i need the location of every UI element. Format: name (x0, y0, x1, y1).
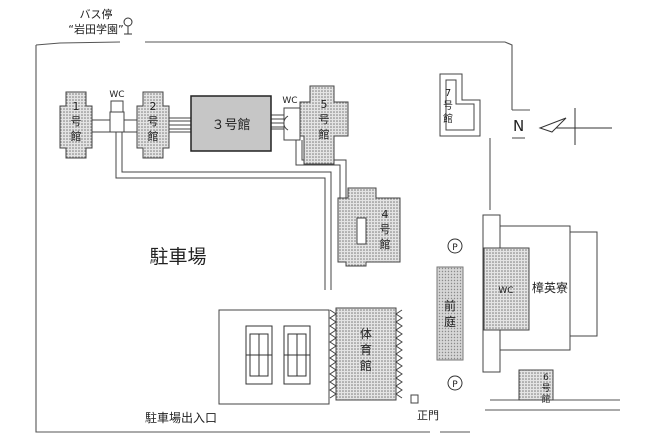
parking-marker-1: P (447, 238, 463, 254)
building-4[interactable]: 4 号 館 (337, 187, 401, 267)
svg-text:号: 号 (71, 115, 82, 128)
svg-text:館: 館 (541, 393, 550, 405)
svg-text:6: 6 (543, 373, 549, 383)
svg-text:4: 4 (382, 208, 389, 221)
dormitory[interactable]: WC 樟英寮 (482, 214, 598, 373)
courts-area (218, 309, 330, 405)
building-3[interactable]: ３号館 (190, 95, 272, 152)
svg-text:WC: WC (109, 90, 124, 100)
building-1[interactable]: 1 号 館 (59, 91, 93, 159)
building-6[interactable]: 6 号 館 (518, 369, 554, 405)
wc-building-5: WC (282, 96, 301, 141)
building-7[interactable]: 7 号 館 (439, 73, 481, 137)
dormitory-label: 樟英寮 (532, 280, 568, 295)
building-2[interactable]: 2 号 館 (136, 91, 170, 159)
parking-label: 駐車場 (149, 246, 206, 268)
svg-text:5: 5 (321, 98, 328, 111)
north-arrow: N (513, 108, 612, 145)
main-gate-label: 正門 (417, 409, 439, 422)
svg-text:1: 1 (73, 100, 80, 113)
building-5[interactable]: 5 号 館 (299, 85, 349, 165)
svg-text:号: 号 (319, 113, 330, 126)
bus-stop: バス停 “岩田学園” (68, 7, 133, 36)
svg-text:P: P (452, 380, 458, 390)
svg-text:館: 館 (443, 112, 453, 125)
corridors (83, 111, 347, 290)
site-boundary (35, 41, 620, 433)
gymnasium[interactable]: 体 育 館 (0, 0, 403, 401)
gym-char-1: 体 (360, 327, 372, 341)
svg-text:館: 館 (148, 129, 159, 143)
main-gate: 正門 (410, 394, 439, 422)
parking-marker-2: P (447, 375, 463, 391)
svg-text:2: 2 (150, 100, 157, 113)
bus-stop-label: バス停 (80, 7, 113, 21)
front-garden-char-1: 前 (444, 298, 456, 313)
front-garden-char-2: 庭 (444, 314, 456, 329)
gym-char-2: 育 (360, 342, 372, 357)
svg-text:号: 号 (380, 223, 391, 236)
svg-text:7: 7 (445, 88, 451, 99)
svg-text:P: P (452, 243, 458, 253)
parking-entrance-label: 駐車場出入口 (145, 410, 217, 425)
wc-top: WC (109, 90, 125, 113)
svg-text:号: 号 (148, 115, 159, 128)
svg-text:館: 館 (380, 237, 391, 251)
bus-stop-name: “岩田学園” (68, 22, 123, 36)
svg-text:３号館: ３号館 (211, 118, 250, 133)
north-label: N (513, 117, 524, 135)
gym-char-3: 館 (360, 358, 372, 373)
svg-text:館: 館 (71, 129, 82, 143)
front-garden: 前 庭 (436, 266, 464, 361)
svg-text:WC: WC (498, 286, 513, 296)
bus-stop-icon (123, 17, 133, 27)
svg-text:号: 号 (541, 383, 550, 394)
svg-text:WC: WC (282, 96, 297, 106)
svg-text:館: 館 (319, 127, 330, 141)
svg-text:号: 号 (443, 100, 453, 112)
